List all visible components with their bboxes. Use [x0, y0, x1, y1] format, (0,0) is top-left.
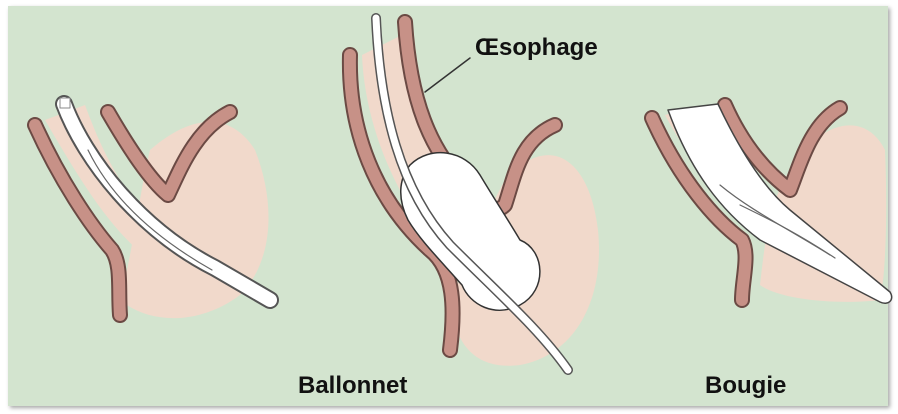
panel-left	[35, 98, 270, 318]
label-bougie: Bougie	[705, 372, 786, 400]
panel-center	[350, 18, 599, 370]
panel-right	[652, 104, 892, 303]
label-ballonnet: Ballonnet	[298, 372, 407, 400]
label-oesophage: Œsophage	[475, 34, 598, 62]
leader-line	[425, 58, 470, 92]
